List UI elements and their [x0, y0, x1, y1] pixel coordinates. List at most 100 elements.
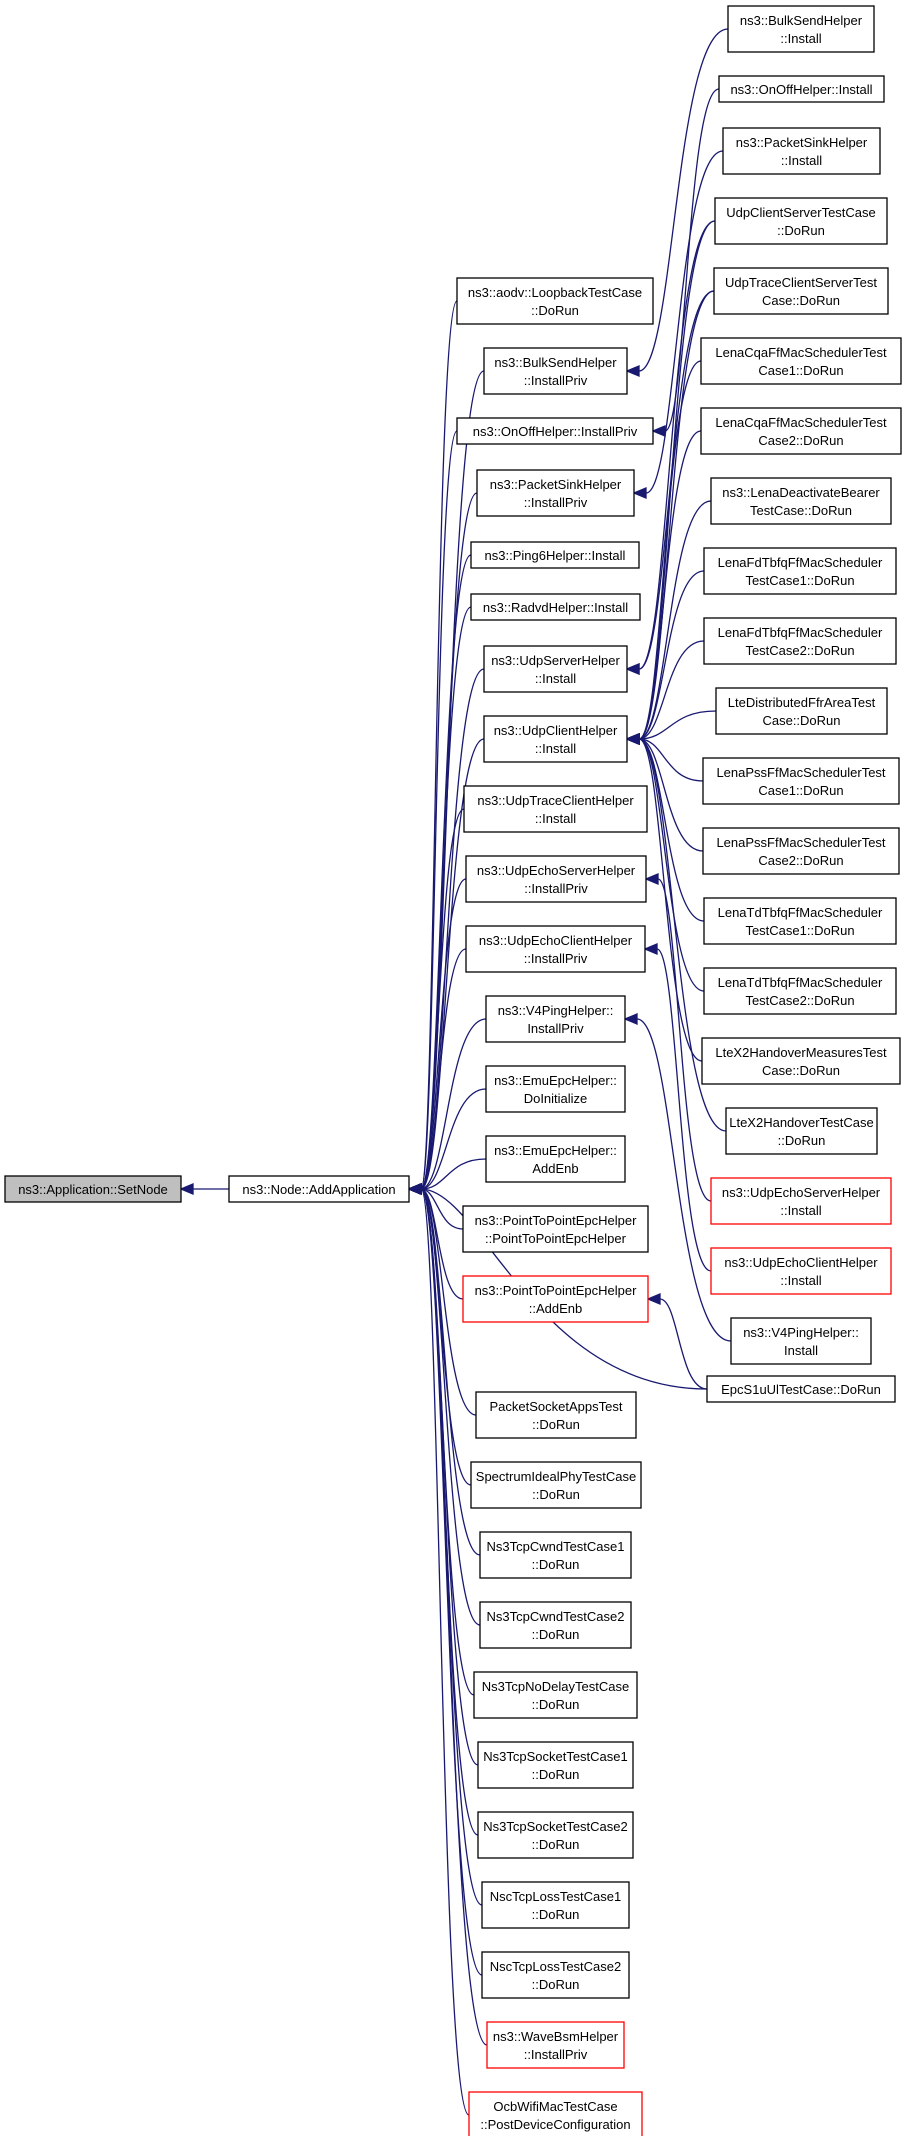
node-label: ::InstallPriv [524, 495, 588, 510]
edge-line [638, 738, 705, 992]
arrowhead [632, 487, 647, 499]
node-r17[interactable]: LteX2HandoverTestCase::DoRun [725, 1107, 878, 1155]
node-r20[interactable]: ns3::V4PingHelper::Install [730, 1317, 872, 1365]
node-l3[interactable]: ns3::OnOffHelper::InstallPriv [456, 417, 654, 445]
node-l12[interactable]: ns3::V4PingHelper::InstallPriv [485, 995, 626, 1043]
node-label: ::Install [781, 153, 822, 168]
node-r4[interactable]: UdpClientServerTestCase::DoRun [714, 197, 888, 245]
node-label: ::DoRun [532, 1417, 580, 1432]
node-l18[interactable]: SpectrumIdealPhyTestCase::DoRun [470, 1461, 642, 1509]
node-l25[interactable]: NscTcpLossTestCase2::DoRun [481, 1951, 630, 1999]
node-label: InstallPriv [527, 1021, 584, 1036]
node-l21[interactable]: Ns3TcpNoDelayTestCase::DoRun [473, 1671, 638, 1719]
edge-line [638, 738, 703, 1062]
node-l22[interactable]: Ns3TcpSocketTestCase1::DoRun [477, 1741, 634, 1789]
node-add[interactable]: ns3::Node::AddApplication [228, 1175, 410, 1203]
edge-line [638, 640, 705, 740]
node-l8[interactable]: ns3::UdpClientHelper::Install [483, 715, 628, 763]
node-label: ::DoRun [532, 1697, 580, 1712]
node-box [477, 1811, 634, 1859]
node-label: Case1::DoRun [758, 783, 843, 798]
node-l10[interactable]: ns3::UdpEchoServerHelper::InstallPriv [465, 855, 647, 903]
node-box [703, 547, 897, 595]
node-label: Ns3TcpCwndTestCase2 [486, 1609, 624, 1624]
node-l17[interactable]: PacketSocketAppsTest::DoRun [475, 1391, 637, 1439]
node-label: Case2::DoRun [758, 433, 843, 448]
node-box [228, 1175, 410, 1203]
node-box [700, 407, 902, 455]
node-label: ns3::EmuEpcHelper:: [494, 1143, 617, 1158]
node-label: ns3::PointToPointEpcHelper [475, 1213, 638, 1228]
node-l2[interactable]: ns3::BulkSendHelper::InstallPriv [483, 347, 628, 395]
node-box [483, 347, 628, 395]
node-l20[interactable]: Ns3TcpCwndTestCase2::DoRun [479, 1601, 632, 1649]
node-box [462, 1275, 649, 1323]
edge-line [420, 1018, 487, 1190]
node-r3[interactable]: ns3::PacketSinkHelper::Install [722, 127, 881, 175]
edge-line [657, 878, 712, 1202]
edge-line [420, 1188, 475, 1696]
node-r19[interactable]: ns3::UdpEchoClientHelper::Install [710, 1247, 892, 1295]
node-l14[interactable]: ns3::EmuEpcHelper::AddEnb [485, 1135, 626, 1183]
node-label: ::Install [780, 1273, 821, 1288]
node-box [703, 897, 897, 945]
node-label: UdpClientServerTestCase [726, 205, 876, 220]
node-r1[interactable]: ns3::BulkSendHelper::Install [727, 5, 875, 53]
node-box [485, 995, 626, 1043]
node-box [481, 1881, 630, 1929]
node-l11[interactable]: ns3::UdpEchoClientHelper::InstallPriv [465, 925, 646, 973]
node-l19[interactable]: Ns3TcpCwndTestCase1::DoRun [479, 1531, 632, 1579]
node-label: Install [784, 1343, 818, 1358]
node-l13[interactable]: ns3::EmuEpcHelper::DoInitialize [485, 1065, 626, 1113]
node-label: ns3::PointToPointEpcHelper [475, 1283, 638, 1298]
node-l15[interactable]: ns3::PointToPointEpcHelper::PointToPoint… [462, 1205, 649, 1253]
node-box [456, 417, 654, 445]
node-box [703, 617, 897, 665]
node-l5[interactable]: ns3::Ping6Helper::Install [470, 541, 640, 569]
node-l4[interactable]: ns3::PacketSinkHelper::InstallPriv [476, 469, 635, 517]
node-label: ns3::UdpTraceClientHelper [477, 793, 634, 808]
node-label: Ns3TcpNoDelayTestCase [482, 1679, 629, 1694]
node-l26[interactable]: ns3::WaveBsmHelper::InstallPriv [486, 2021, 625, 2069]
node-label: LenaTdTbfqFfMacScheduler [718, 905, 883, 920]
node-root[interactable]: ns3::Application::SetNode [4, 1175, 182, 1203]
node-r2[interactable]: ns3::OnOffHelper::Install [718, 75, 885, 103]
node-label: ::InstallPriv [524, 2047, 588, 2062]
node-l7[interactable]: ns3::UdpServerHelper::Install [483, 645, 628, 693]
node-l6[interactable]: ns3::RadvdHelper::Install [470, 593, 641, 621]
node-label: LenaPssFfMacSchedulerTest [716, 765, 885, 780]
node-label: LteX2HandoverTestCase [729, 1115, 874, 1130]
node-label: ns3::UdpEchoServerHelper [722, 1185, 881, 1200]
arrowhead [643, 943, 658, 955]
node-r18[interactable]: ns3::UdpEchoServerHelper::Install [710, 1177, 892, 1225]
node-l9[interactable]: ns3::UdpTraceClientHelper::Install [463, 785, 648, 833]
node-r21[interactable]: EpcS1uUlTestCase::DoRun [706, 1375, 896, 1403]
node-box [479, 1601, 632, 1649]
node-label: EpcS1uUlTestCase::DoRun [721, 1382, 881, 1397]
node-l23[interactable]: Ns3TcpSocketTestCase2::DoRun [477, 1811, 634, 1859]
node-box [476, 469, 635, 517]
node-label: ::InstallPriv [524, 881, 588, 896]
node-l1[interactable]: ns3::aodv::LoopbackTestCase::DoRun [456, 277, 654, 325]
node-l27[interactable]: OcbWifiMacTestCase::PostDeviceConfigurat… [468, 2091, 643, 2136]
arrowhead [651, 425, 666, 437]
node-label: LenaFdTbfqFfMacScheduler [718, 555, 883, 570]
node-box [4, 1175, 182, 1203]
node-l16[interactable]: ns3::PointToPointEpcHelper::AddEnb [462, 1275, 649, 1323]
node-box [722, 127, 881, 175]
edges-layer [179, 28, 732, 2116]
node-label: LteDistributedFfrAreaTest [728, 695, 876, 710]
node-l24[interactable]: NscTcpLossTestCase1::DoRun [481, 1881, 630, 1929]
